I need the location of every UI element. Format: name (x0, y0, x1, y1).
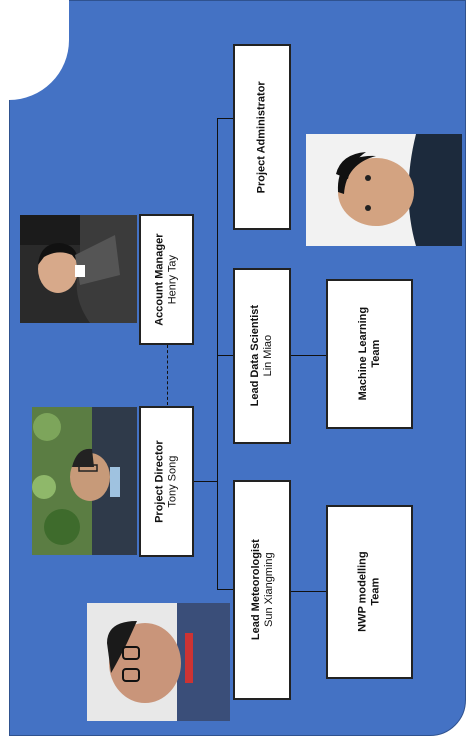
connector-trunk (217, 118, 218, 590)
account-manager-box: Account Manager Henry Tay (139, 214, 194, 345)
machine-learning-team-line2: Team (369, 340, 382, 368)
project-director-title: Project Director (153, 440, 166, 523)
lead-data-scientist-box: Lead Data Scientist Lin Miao (233, 268, 291, 444)
nwp-team-line2: Team (369, 578, 382, 606)
connector-lm (217, 589, 233, 590)
project-director-name: Tony Song (166, 455, 179, 508)
connector-director-stub (192, 481, 218, 482)
lead-meteorologist-box: Lead Meteorologist Sun Xiangming (233, 480, 291, 700)
connector-admin (217, 118, 233, 119)
lead-data-scientist-name: Lin Miao (262, 335, 275, 377)
account-manager-name: Henry Tay (166, 254, 179, 305)
nwp-team-line1: NWP modelling (356, 551, 369, 633)
photo-sun-xiangming (87, 603, 230, 721)
connector-lds (217, 355, 233, 356)
photo-lin-miao (306, 134, 462, 246)
project-director-box: Project Director Tony Song (139, 406, 194, 557)
connector-dotted-account (167, 345, 168, 405)
project-administrator-title: Project Administrator (255, 80, 268, 194)
nwp-team-box: NWP modelling Team (326, 505, 413, 679)
lead-meteorologist-title: Lead Meteorologist (249, 539, 262, 641)
lead-data-scientist-title: Lead Data Scientist (249, 305, 262, 407)
connector-nwp (291, 591, 326, 592)
lead-meteorologist-name: Sun Xiangming (262, 552, 274, 628)
connector-ml (291, 355, 326, 356)
project-administrator-box: Project Administrator (233, 44, 291, 230)
photo-tony-song (32, 407, 137, 555)
photo-henry-tay (20, 215, 137, 323)
machine-learning-team-line1: Machine Learning (356, 307, 369, 401)
machine-learning-team-box: Machine Learning Team (326, 279, 413, 429)
account-manager-title: Account Manager (153, 233, 166, 326)
